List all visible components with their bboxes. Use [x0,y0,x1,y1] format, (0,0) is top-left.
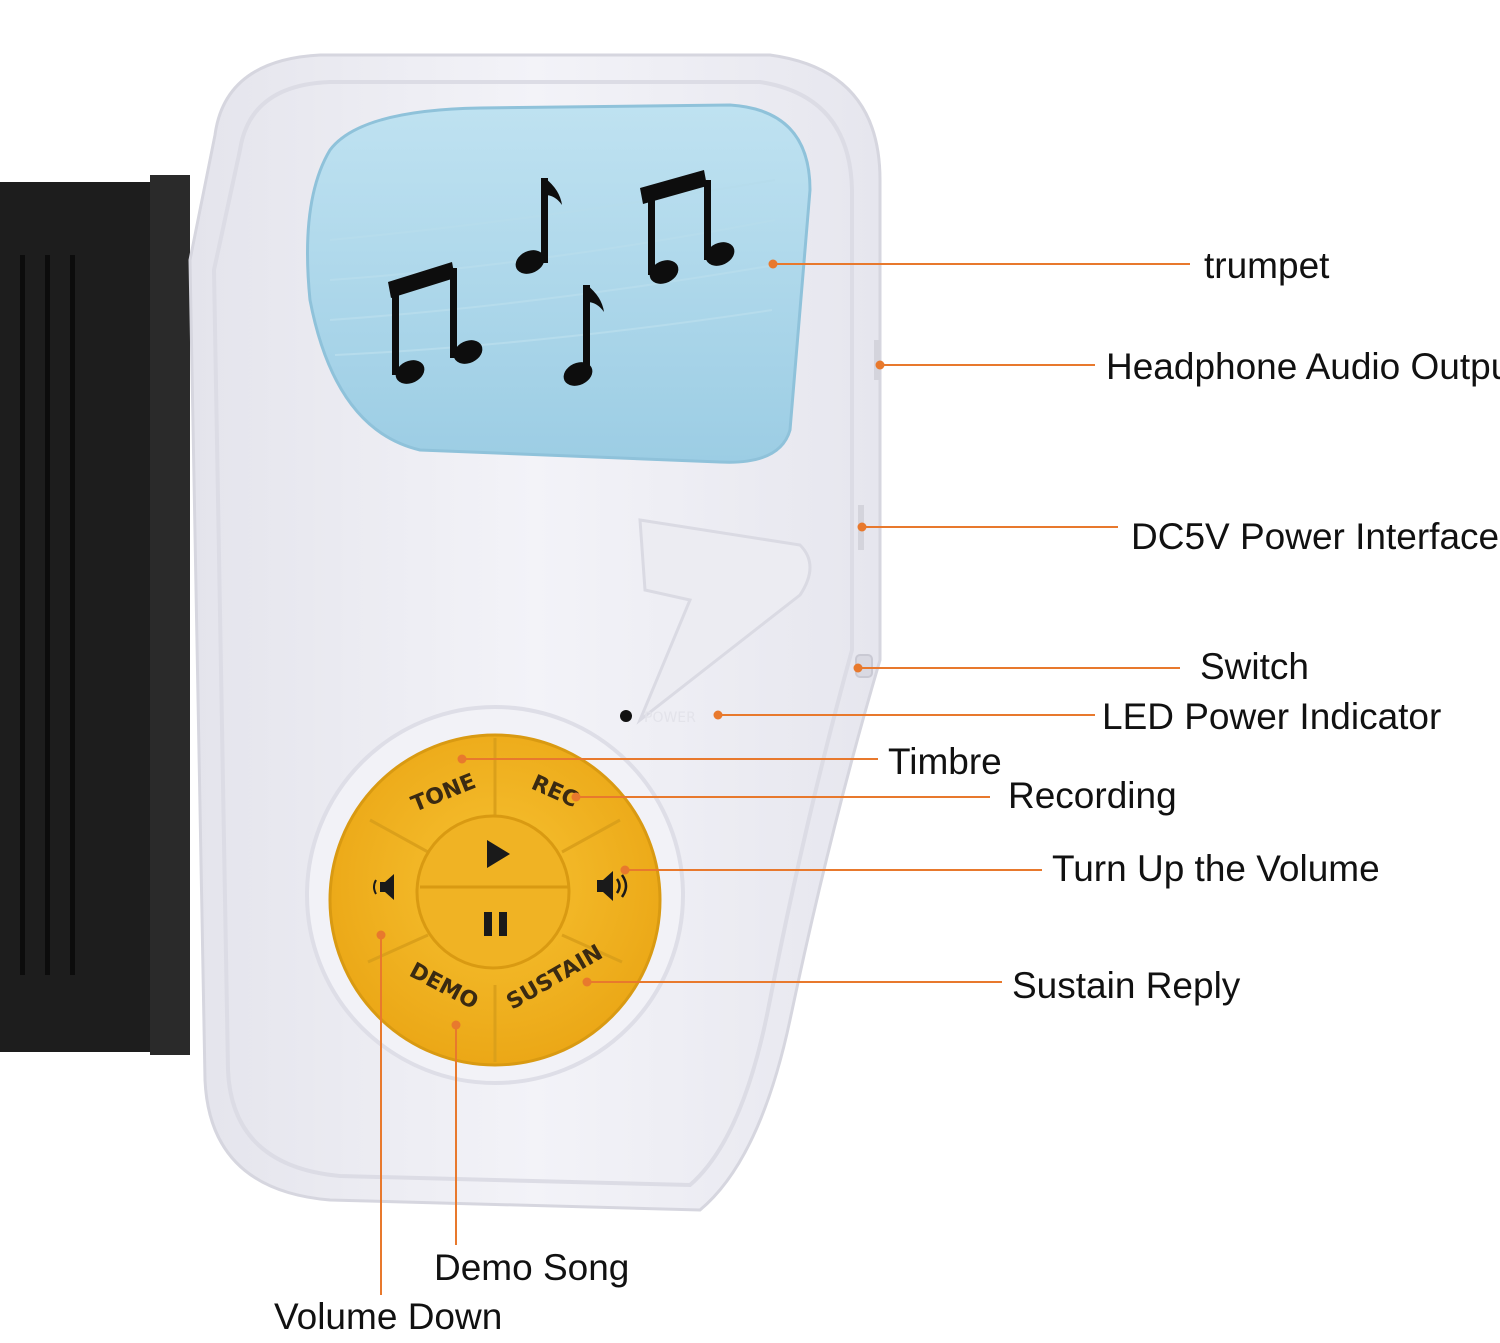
power-led-icon [620,710,632,722]
leader-lines [376,259,1190,1295]
callout-headphone-audio-output: Headphone Audio Output [1106,346,1500,387]
body-emboss [636,518,812,725]
volume-down-icon [373,874,394,900]
pause-icon [484,912,507,936]
callout-timbre: Timbre [888,741,1002,782]
callout-led-power-indicator: LED Power Indicator [1102,696,1442,737]
callout-turn-up-volume: Turn Up the Volume [1052,848,1380,889]
volume-up-icon [597,871,628,901]
power-marking: POWER [644,710,696,726]
callout-demo-song: Demo Song [434,1247,630,1288]
volume-down-button[interactable] [373,874,394,900]
rubber-keyboard-strip [0,175,190,1055]
callout-sustain-reply: Sustain Reply [1012,965,1241,1006]
pause-button[interactable] [484,912,507,936]
speaker-screen [306,103,812,464]
callout-volume-down: Volume Down [274,1296,503,1337]
volume-up-button[interactable] [597,871,628,901]
control-keypad: TONE REC DEMO SUSTAIN [305,705,685,1085]
music-notes-icon [388,170,735,386]
play-icon [487,840,510,868]
headphone-port [874,340,880,380]
callout-recording: Recording [1008,775,1177,816]
callout-switch: Switch [1200,646,1309,687]
callout-dc5v-power-interface: DC5V Power Interface [1131,516,1500,557]
play-button[interactable] [487,840,510,868]
callout-trumpet: trumpet [1204,245,1330,286]
